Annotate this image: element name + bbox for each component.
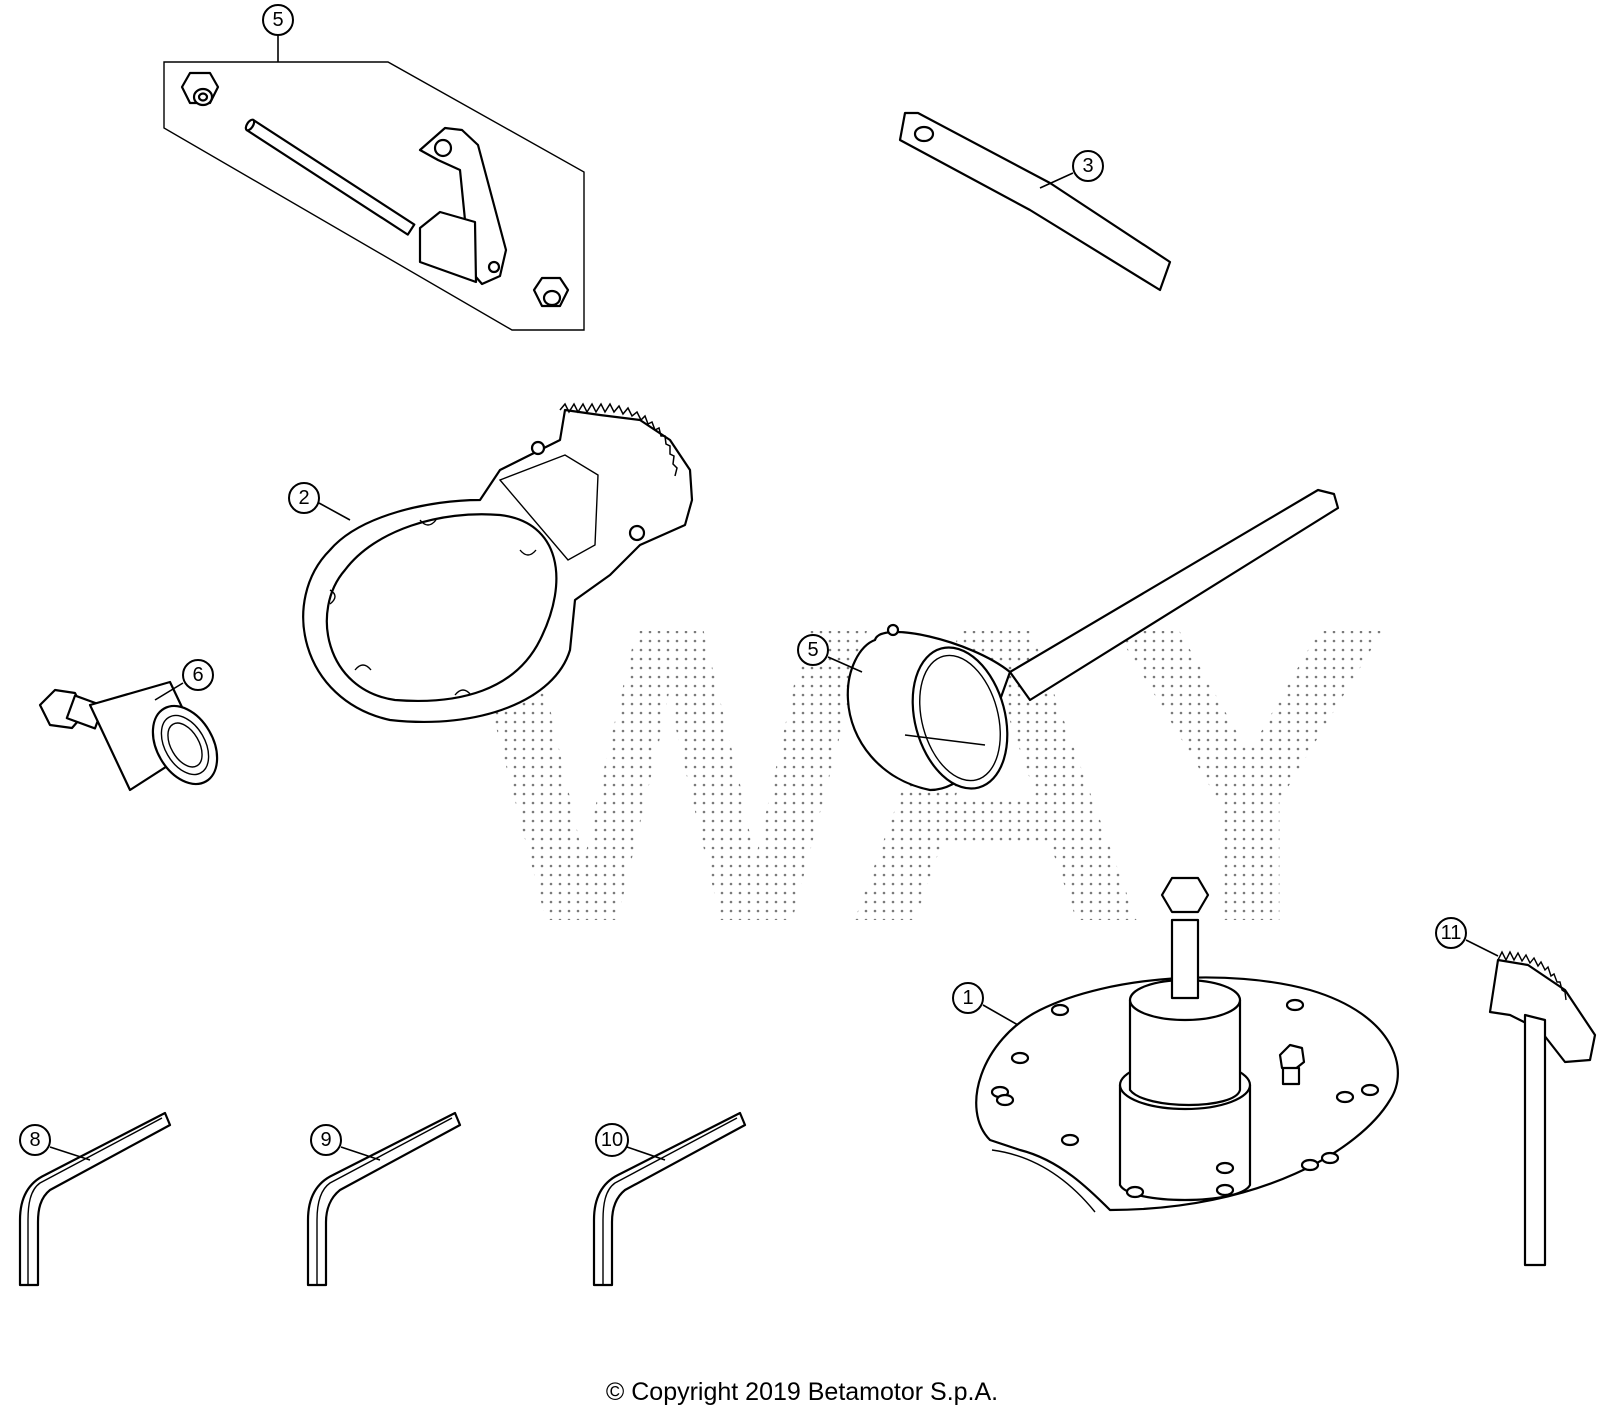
callout-8: 8 <box>19 1124 91 1161</box>
callout-10: 10 <box>595 1123 666 1161</box>
part-5-ring-wrench <box>846 488 1340 792</box>
callout-6: 6 <box>154 659 214 701</box>
callout-8-label: 8 <box>29 1129 40 1151</box>
callout-11: 11 <box>1435 917 1499 957</box>
part-11-gear-tool <box>1488 950 1597 1267</box>
callout-3: 3 <box>1039 150 1104 189</box>
callout-5: 5 <box>797 634 863 673</box>
callout-4-label: 5 <box>272 9 283 31</box>
callout-1: 1 <box>952 982 1019 1026</box>
part-8-hex-key <box>18 1111 172 1287</box>
part-4-kit <box>163 61 585 331</box>
callout-9-label: 9 <box>320 1129 331 1151</box>
callout-9: 9 <box>310 1124 381 1161</box>
callout-4: 5 <box>262 4 294 62</box>
callout-5-label: 5 <box>807 639 818 661</box>
callout-1-label: 1 <box>962 987 973 1009</box>
callout-2-label: 2 <box>298 487 309 509</box>
callout-2: 2 <box>288 482 351 521</box>
copyright-notice: © Copyright 2019 Betamotor S.p.A. <box>605 1378 999 1406</box>
part-10-hex-key <box>592 1111 747 1287</box>
part-1-flywheel-puller <box>975 876 1399 1213</box>
part-6-extractor <box>38 680 219 792</box>
callout-11-label: 11 <box>1441 922 1462 944</box>
callout-3-label: 3 <box>1082 155 1093 177</box>
part-9-hex-key <box>306 1111 462 1287</box>
part-3-flat-bar <box>898 111 1172 292</box>
callout-6-label: 6 <box>192 664 203 686</box>
callout-10-label: 10 <box>601 1129 623 1151</box>
part-2-gear-wrench <box>302 402 694 724</box>
